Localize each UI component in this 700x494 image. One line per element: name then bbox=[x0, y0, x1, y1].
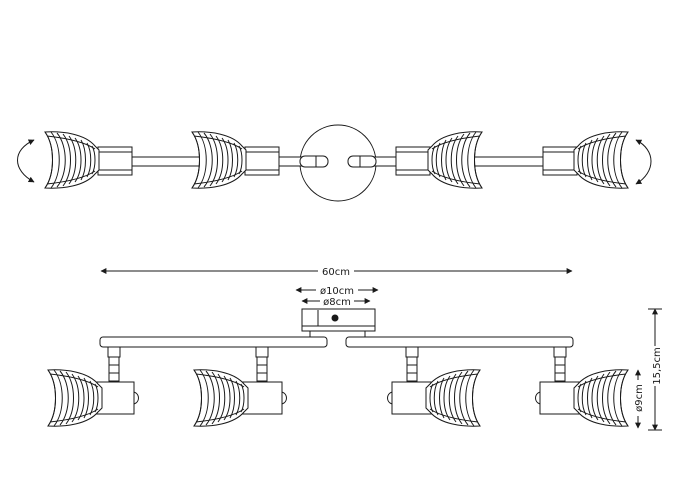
dim-height-label: 15,5cm bbox=[652, 347, 663, 385]
front-arm-left bbox=[99, 336, 328, 348]
front-spotlight-2 bbox=[193, 346, 287, 427]
dim-width-label: 60cm bbox=[322, 267, 350, 278]
top-center-joint-left bbox=[299, 155, 329, 168]
dim-base-inner-label: ø8cm bbox=[323, 297, 351, 308]
top-spotlight-4 bbox=[542, 131, 629, 189]
dim-base-outer-label: ø10cm bbox=[320, 286, 354, 297]
front-arm-right bbox=[345, 336, 574, 348]
top-spotlight-2 bbox=[191, 131, 280, 189]
front-spotlight-4 bbox=[535, 346, 629, 427]
dimension-lines: 60cm ø10cm ø8cm 15,5cm ø9cm bbox=[100, 264, 663, 431]
front-spotlight-3 bbox=[387, 346, 481, 427]
front-view bbox=[47, 308, 629, 427]
rotate-arrow-left-icon bbox=[17, 139, 35, 183]
rotate-arrow-right-icon bbox=[635, 139, 652, 185]
top-view bbox=[17, 124, 652, 202]
front-spotlight-1 bbox=[47, 346, 139, 427]
top-center-joint-right bbox=[347, 155, 377, 168]
dim-shade-label: ø9cm bbox=[634, 384, 645, 412]
ceiling-plate bbox=[301, 308, 376, 332]
top-spotlight-1 bbox=[44, 131, 133, 189]
top-spotlight-3 bbox=[395, 131, 483, 189]
